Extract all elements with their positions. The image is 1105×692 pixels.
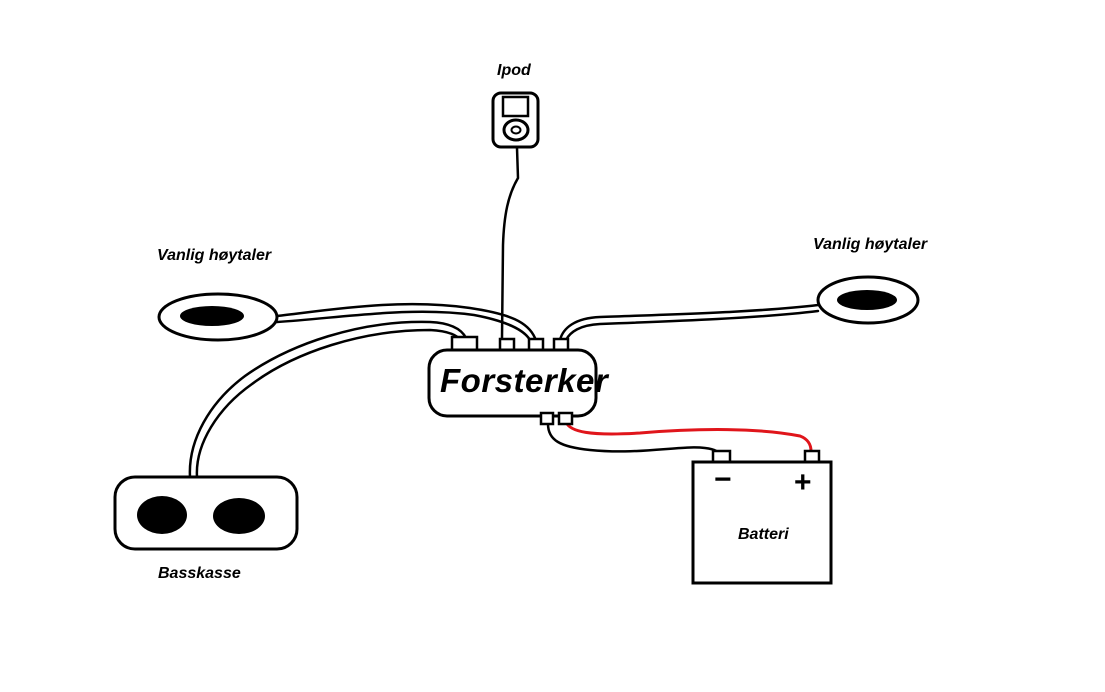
ipod-label: Ipod	[497, 62, 531, 79]
amp-terminal-ground	[539, 411, 555, 426]
amp-terminal-power	[557, 411, 574, 426]
subwoofer-driver-right	[213, 498, 265, 534]
battery-body	[691, 460, 833, 585]
amplifier	[427, 335, 598, 426]
ipod-screen	[501, 95, 530, 118]
amp-body	[427, 348, 598, 418]
battery-label: Batteri	[738, 526, 789, 543]
speaker-left-label: Vanlig høytaler	[157, 247, 272, 264]
sub-wire-a	[188, 320, 468, 479]
ipod-cable	[500, 146, 520, 340]
ipod-center-button	[510, 125, 522, 135]
right-speaker-wire-b	[564, 309, 820, 342]
subwoofer-driver-left	[137, 496, 187, 534]
speaker-right-label: Vanlig høytaler	[813, 236, 928, 253]
left-speaker-wire-b	[275, 310, 532, 342]
speaker-right-cone	[837, 290, 897, 310]
wires	[188, 146, 820, 479]
battery-minus-sign: −	[714, 463, 732, 496]
speaker-right	[816, 275, 920, 325]
right-speaker-wire-a	[558, 303, 820, 342]
left-speaker-wire-a	[275, 302, 537, 340]
battery	[691, 449, 833, 585]
battery-plus-sign: +	[794, 466, 812, 499]
speaker-left-cone	[180, 306, 244, 326]
subwoofer-label: Basskasse	[158, 565, 241, 582]
amplifier-label: Forsterker	[440, 362, 609, 399]
speaker-left	[157, 292, 279, 342]
subwoofer	[113, 475, 299, 551]
ipod	[491, 91, 540, 149]
positive-wire	[564, 420, 813, 453]
sub-wire-b	[195, 328, 462, 479]
